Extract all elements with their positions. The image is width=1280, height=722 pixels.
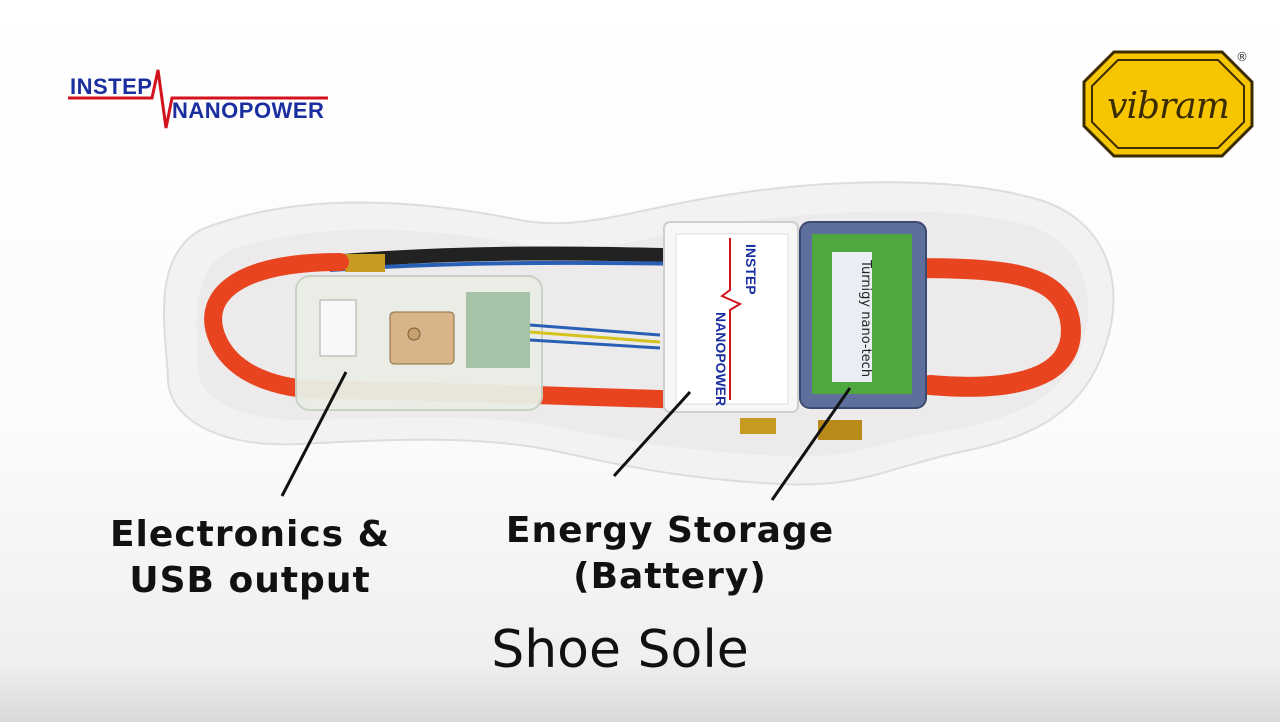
logo-text-instep: INSTEP xyxy=(70,74,153,99)
sticker-text-nanopower: NANOPOWER xyxy=(713,312,729,406)
pcb-board xyxy=(466,292,530,368)
vibram-wordmark: vibram xyxy=(1107,86,1230,127)
gold-connector xyxy=(345,254,385,272)
logo-text-nanopower: NANOPOWER xyxy=(172,98,325,123)
pointer-electronics xyxy=(280,371,348,497)
label-energy-line1: Energy Storage xyxy=(505,510,835,551)
heartbeat-line-icon xyxy=(68,69,328,129)
registered-mark: ® xyxy=(1236,50,1248,64)
instep-nanopower-logo: INSTEP NANOPOWER xyxy=(60,60,340,140)
label-electronics-line2: USB output xyxy=(129,560,371,601)
vibram-logo: vibram xyxy=(1080,48,1270,160)
battery-brand-text: Turnigy nano-tech xyxy=(858,259,873,377)
label-energy-line2: (Battery) xyxy=(573,556,767,597)
caption-shoe-sole: Shoe Sole xyxy=(491,620,749,680)
vibram-octagon-badge xyxy=(1082,50,1254,158)
sticker-text-instep: INSTEP xyxy=(743,244,759,295)
connector-bottom-1 xyxy=(740,418,776,434)
red-cable-right xyxy=(890,258,1081,397)
red-cable-left xyxy=(204,253,349,400)
connector-bottom-2 xyxy=(818,420,862,440)
pointer-module xyxy=(612,390,692,478)
usb-chip xyxy=(319,299,357,357)
instep-sticker xyxy=(675,233,789,405)
pointer-battery xyxy=(770,387,852,501)
antenna-pad xyxy=(407,327,421,341)
label-electronics: Electronics & USB output xyxy=(90,512,410,604)
label-energy-storage: Energy Storage (Battery) xyxy=(480,508,860,600)
gps-antenna xyxy=(389,311,455,365)
label-electronics-line1: Electronics & xyxy=(109,514,391,555)
battery-label-strip xyxy=(832,252,872,382)
